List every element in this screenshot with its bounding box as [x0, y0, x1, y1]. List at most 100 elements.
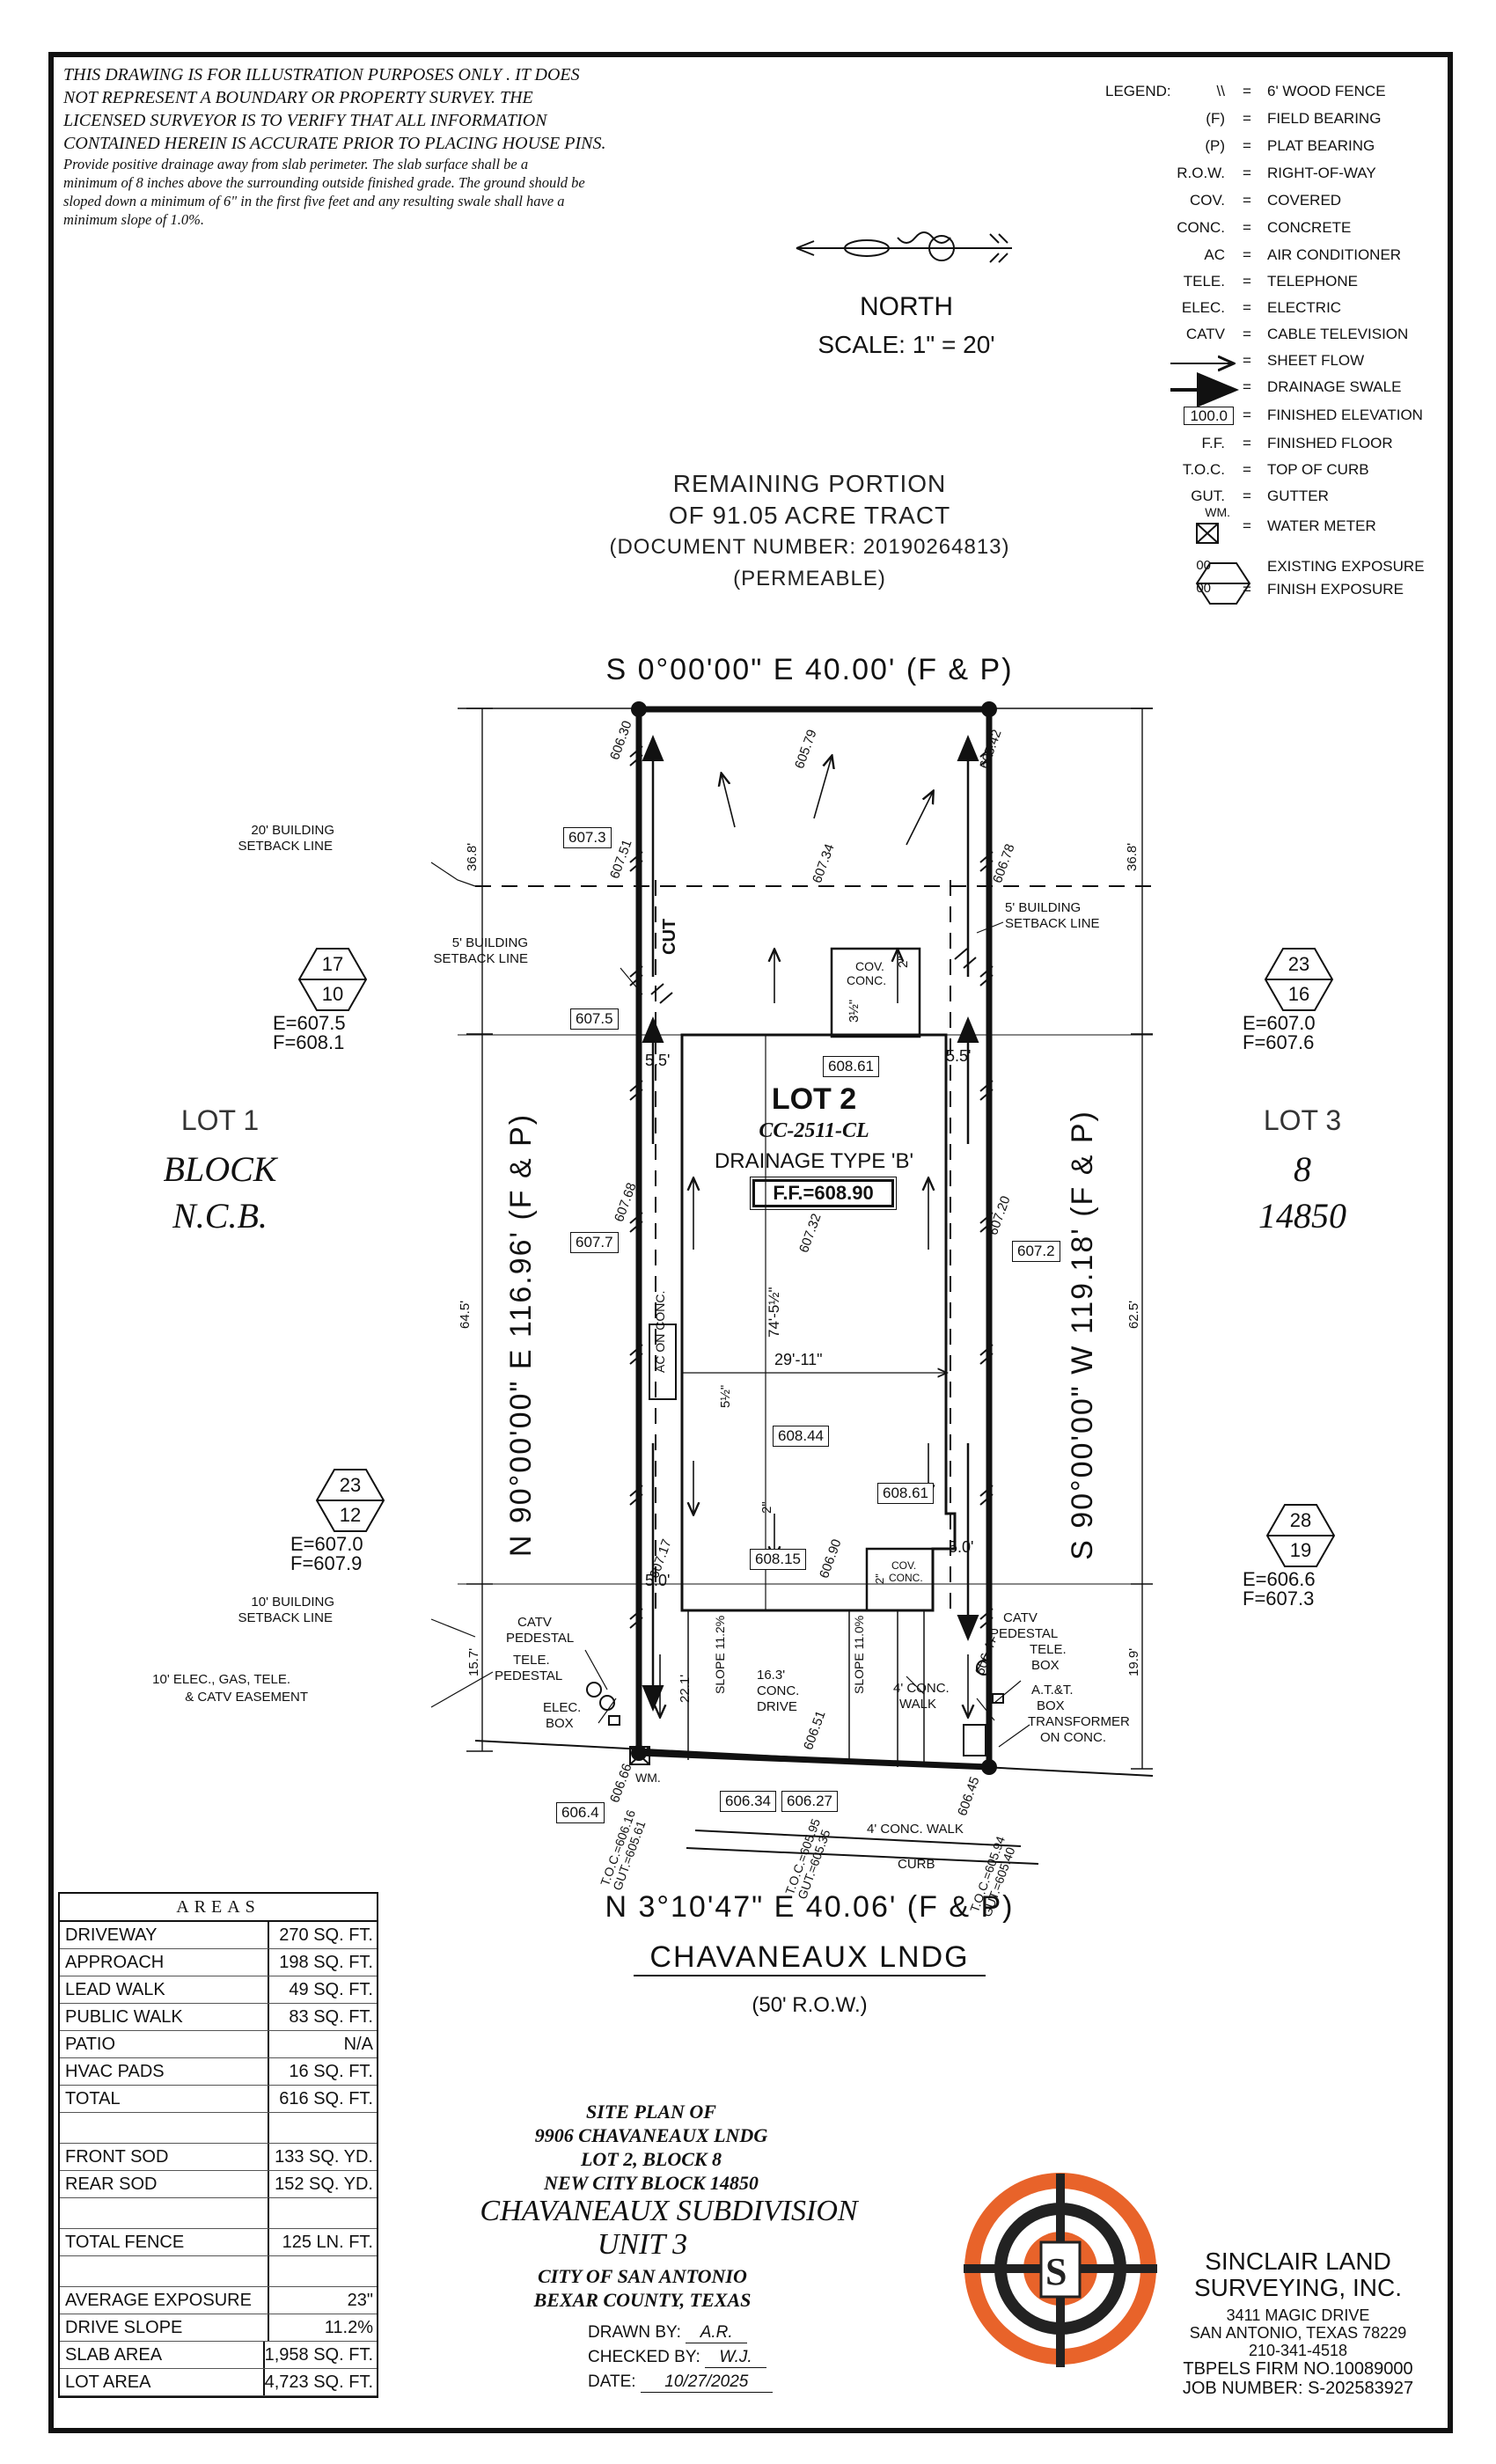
- label-covConcTop1: COV.: [855, 959, 884, 973]
- north-arrow-icon: [796, 231, 1012, 263]
- remaining-line: OF 91.05 ACRE TRACT: [668, 502, 951, 529]
- title-line: CITY OF SAN ANTONIO: [538, 2265, 747, 2287]
- exposure-e: E=607.5: [273, 1012, 346, 1034]
- elevation-box: 606.4: [556, 1802, 605, 1823]
- legend-item: GUT.=GUTTER: [1109, 488, 1461, 510]
- legend-desc: FINISHED FLOOR: [1267, 435, 1393, 451]
- street-lines: [474, 1740, 1154, 1865]
- date: DATE: 10/27/2025: [588, 2372, 773, 2393]
- bearing-top: S 0°00'00" E 40.00' (F & P): [605, 653, 1014, 686]
- legend-desc: SHEET FLOW: [1267, 352, 1365, 369]
- exposure-existing: 28: [1289, 1509, 1312, 1531]
- areas-value: [269, 2256, 377, 2286]
- legend-desc: PLAT BEARING: [1267, 137, 1375, 154]
- legend-equals: =: [1243, 378, 1251, 395]
- bearing-right: S 90°00'00" W 119.18' (F & P): [1066, 1110, 1099, 1560]
- exposure-f: F=607.9: [290, 1552, 363, 1574]
- legend-symbol: (F): [1206, 110, 1225, 127]
- elevation-box: 607.2: [1012, 1241, 1060, 1262]
- label-dim7451: 74'-5½": [766, 1287, 782, 1338]
- legend-item: = SHEET FLOW: [1109, 352, 1461, 375]
- legend-equals: =: [1243, 407, 1251, 423]
- legend-desc: CONCRETE: [1267, 219, 1352, 236]
- elevation-box: 606.34: [720, 1791, 776, 1812]
- elevation-box: 608.44: [773, 1426, 829, 1447]
- legend-symbol: ELEC.: [1181, 299, 1225, 316]
- areas-value: [269, 2113, 377, 2143]
- label-acConc: AC ON CONC.: [653, 1290, 667, 1373]
- legend-desc: FINISH EXPOSURE: [1267, 581, 1404, 598]
- areas-value: 16 SQ. FT.: [289, 2062, 373, 2081]
- exposure-e: E=607.0: [1243, 1012, 1316, 1034]
- label-dim221: 22.1': [678, 1674, 693, 1703]
- legend-symbol: CATV: [1185, 326, 1225, 342]
- street-name: CHAVANEAUX LNDG: [634, 1940, 986, 1976]
- legend-symbol: GUT.: [1191, 488, 1225, 504]
- disclaimer-line: CONTAINED HEREIN IS ACCURATE PRIOR TO PL…: [63, 134, 606, 153]
- label-setback10b: SETBACK LINE: [238, 1610, 333, 1625]
- subdivision-unit: UNIT 3: [597, 2228, 688, 2261]
- legend-symbol: \\: [1216, 83, 1225, 99]
- label-att2: BOX: [1037, 1698, 1065, 1713]
- label-setback5ra: 5' BUILDING: [1005, 900, 1082, 915]
- subdivision-name: CHAVANEAUX SUBDIVISION: [480, 2195, 858, 2227]
- label-easement1: 10' ELEC., GAS, TELE.: [152, 1672, 290, 1687]
- remaining-line: REMAINING PORTION: [672, 470, 947, 497]
- label-setback5la: 5' BUILDING: [451, 935, 528, 950]
- legend-item: (F)=FIELD BEARING: [1109, 110, 1461, 133]
- legend-desc: FINISHED ELEVATION: [1267, 407, 1423, 423]
- lot2-code: CC-2511-CL: [759, 1119, 869, 1142]
- exposure-existing: 23: [1287, 953, 1310, 975]
- areas-key: PATIO: [60, 2031, 269, 2057]
- legend-desc: EXISTING EXPOSURE: [1267, 558, 1425, 575]
- label-transformer1: TRANSFORMER: [1028, 1714, 1130, 1729]
- areas-value: 49 SQ. FT.: [289, 1980, 373, 1999]
- legend-symbol: T.O.C.: [1182, 461, 1225, 478]
- label-easement2: & CATV EASEMENT: [185, 1690, 308, 1705]
- legend-desc: CABLE TELEVISION: [1267, 326, 1409, 342]
- label-catvPedR1: CATV: [1003, 1610, 1038, 1625]
- company-address: SAN ANTONIO, TEXAS 78229: [1189, 2324, 1407, 2342]
- legend-equals: =: [1243, 165, 1251, 181]
- label-wm: WM.: [635, 1771, 661, 1785]
- areas-value: [269, 2198, 377, 2228]
- legend-equals: =: [1243, 352, 1251, 369]
- lot2-finished-floor: F.F.=608.90: [750, 1177, 897, 1210]
- label-dim2911: 29'-11": [774, 1351, 823, 1368]
- drainage-note: minimum slope of 1.0%.: [63, 211, 204, 228]
- company-info: SINCLAIR LAND SURVEYING, INC. 3411 MAGIC…: [1153, 2248, 1443, 2399]
- title-line: NEW CITY BLOCK 14850: [544, 2172, 759, 2194]
- areas-value: 83 SQ. FT.: [289, 2007, 373, 2027]
- lot1-label: LOT 1: [180, 1104, 260, 1136]
- areas-key: DRIVE SLOPE: [60, 2314, 269, 2341]
- legend-equals: =: [1243, 581, 1251, 598]
- remaining-line: (PERMEABLE): [733, 567, 886, 590]
- checked-value: W.J.: [705, 2348, 767, 2368]
- legend-symbol: TELE.: [1183, 273, 1225, 290]
- legend-item: = DRAINAGE SWALE: [1109, 378, 1461, 401]
- checked-label: CHECKED BY:: [588, 2348, 700, 2366]
- legend-equals: =: [1243, 435, 1251, 451]
- company-firm: TBPELS FIRM NO.10089000: [1183, 2359, 1413, 2379]
- lot2-title: LOT 2: [771, 1082, 857, 1116]
- setback-lines: [475, 880, 1153, 1610]
- areas-value: 133 SQ. YD.: [275, 2147, 373, 2167]
- legend-desc: DRAINAGE SWALE: [1267, 378, 1402, 395]
- label-dim2a: 2": [896, 956, 911, 968]
- areas-key: LEAD WALK: [60, 1976, 269, 2003]
- label-catvPedR2: PEDESTAL: [990, 1626, 1059, 1641]
- label-catvPedL1: CATV: [517, 1615, 552, 1630]
- areas-key: [60, 2198, 269, 2228]
- label-concWalk1: 4' CONC.: [893, 1681, 950, 1696]
- areas-title: AREAS: [60, 1894, 377, 1922]
- street-row: (50' R.O.W.): [752, 1993, 868, 2017]
- legend-equals: =: [1243, 192, 1251, 209]
- disclaimer-line: LICENSED SURVEYOR IS TO VERIFY THAT ALL …: [63, 111, 547, 130]
